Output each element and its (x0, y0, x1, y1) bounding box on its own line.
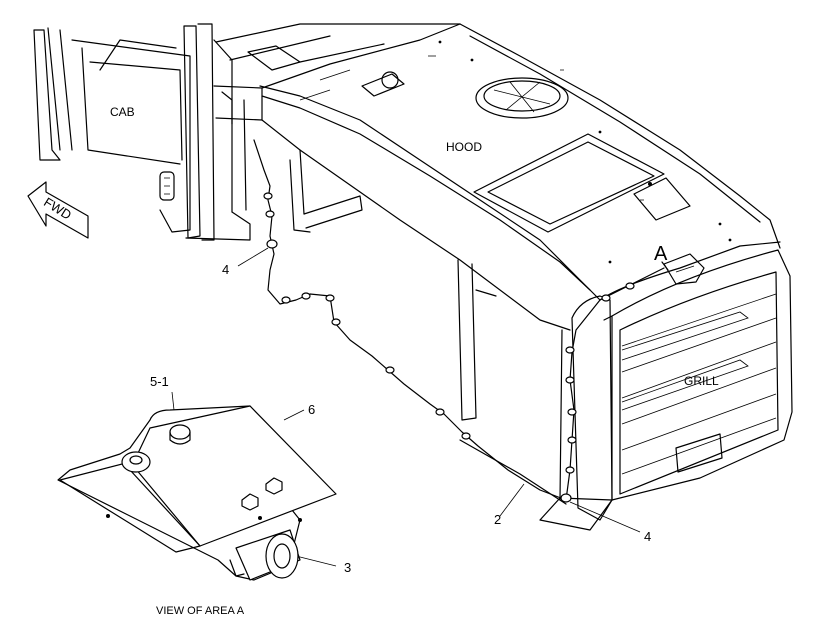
clip (567, 436, 577, 444)
harness-clips (263, 192, 635, 503)
clip (325, 294, 335, 302)
callout-4-right: 4 (644, 529, 651, 544)
hood (259, 23, 781, 301)
callout-6: 6 (308, 402, 315, 417)
callout-4-left: 4 (222, 262, 229, 277)
callout-2: 2 (494, 512, 501, 527)
frame-supports (289, 149, 497, 421)
clip (266, 239, 278, 249)
callout-5-1: 5-1 (150, 374, 169, 389)
grill (539, 249, 793, 531)
area-a-marker (661, 253, 705, 285)
clip (301, 292, 311, 300)
cab-structure (33, 23, 263, 241)
cab-label: CAB (110, 105, 135, 119)
grill-slats (621, 293, 777, 475)
clip (560, 493, 572, 503)
view-caption: VIEW OF AREA A (156, 605, 245, 617)
clip (565, 466, 575, 474)
clip (461, 432, 471, 440)
side-panel (261, 119, 571, 505)
clip (565, 376, 575, 384)
fwd-arrow: FWD (27, 181, 89, 239)
clip (331, 318, 341, 326)
clip (385, 366, 395, 374)
clip (281, 296, 291, 304)
callout-3: 3 (344, 560, 351, 575)
clip (625, 282, 635, 290)
detail-view-area-a (57, 405, 337, 581)
clip (265, 210, 275, 218)
clip (567, 408, 577, 416)
clip (565, 346, 575, 354)
upper-deck (215, 23, 461, 101)
clip (435, 408, 445, 416)
grill-label: GRILL (684, 374, 719, 388)
clip (601, 294, 611, 302)
clip (263, 192, 273, 200)
hood-label: HOOD (446, 140, 482, 154)
area-a-label: A (654, 243, 668, 265)
